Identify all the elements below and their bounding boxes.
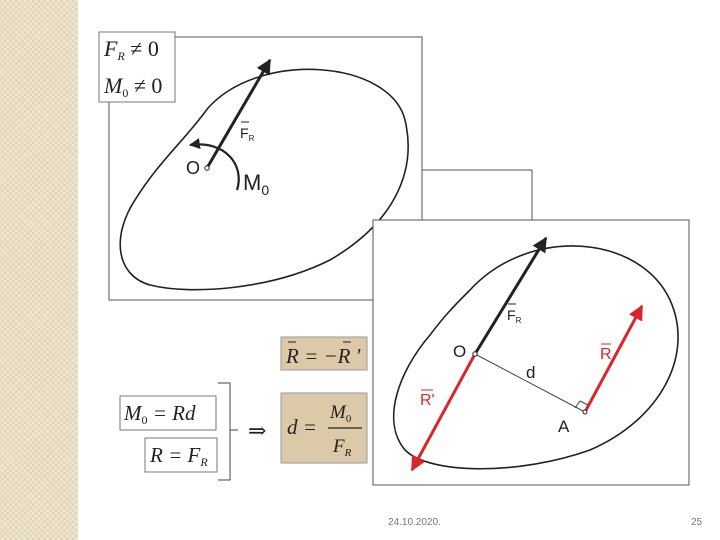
rigid-body-outline-2: [392, 245, 679, 470]
condition-FR: FR ≠ 0: [103, 36, 159, 63]
conditions-box: FR ≠ 0 M0 ≠ 0: [98, 31, 176, 103]
label-O: O: [186, 158, 200, 178]
brace: [218, 382, 231, 481]
distance-formula: d = M0 FR: [280, 392, 368, 464]
point-A: [582, 409, 588, 415]
footer-date: 24.10.2020.: [388, 517, 441, 528]
svg-text:R = −R ': R = −R ': [285, 344, 361, 368]
equation-force: R = FR: [149, 443, 208, 469]
connector-frame: [421, 169, 533, 221]
label-Rprime: R': [420, 392, 435, 409]
distance-d-line: [474, 353, 586, 413]
label-O-2: O: [453, 342, 466, 361]
label-A: A: [558, 417, 570, 436]
moment-M0-arc: [188, 138, 240, 191]
point-O: [204, 165, 210, 171]
force-Rprime-arrow: [410, 353, 477, 472]
figure-2: O FR R R' d A: [372, 219, 690, 486]
label-d: d: [526, 363, 535, 382]
equal-opposite-formula: R = −R ': [280, 336, 368, 371]
force-FR-arrow-2: [473, 236, 548, 355]
equation-moment: M0 = Rd: [123, 401, 196, 427]
rigid-body-outline: [119, 68, 409, 291]
d-variable: d =: [287, 415, 317, 439]
equations-group: M0 = Rd R = FR ⇒: [119, 382, 266, 481]
page-number: 25: [691, 517, 703, 528]
force-FR-arrow: [205, 58, 272, 169]
condition-M0: M0 ≠ 0: [103, 73, 162, 100]
decorative-side-strip: [0, 0, 78, 540]
right-angle-mark: [574, 400, 589, 409]
implies-sign: ⇒: [248, 418, 266, 443]
force-R-arrow: [583, 304, 644, 413]
label-R: R: [600, 346, 612, 363]
point-O-2: [472, 351, 478, 357]
